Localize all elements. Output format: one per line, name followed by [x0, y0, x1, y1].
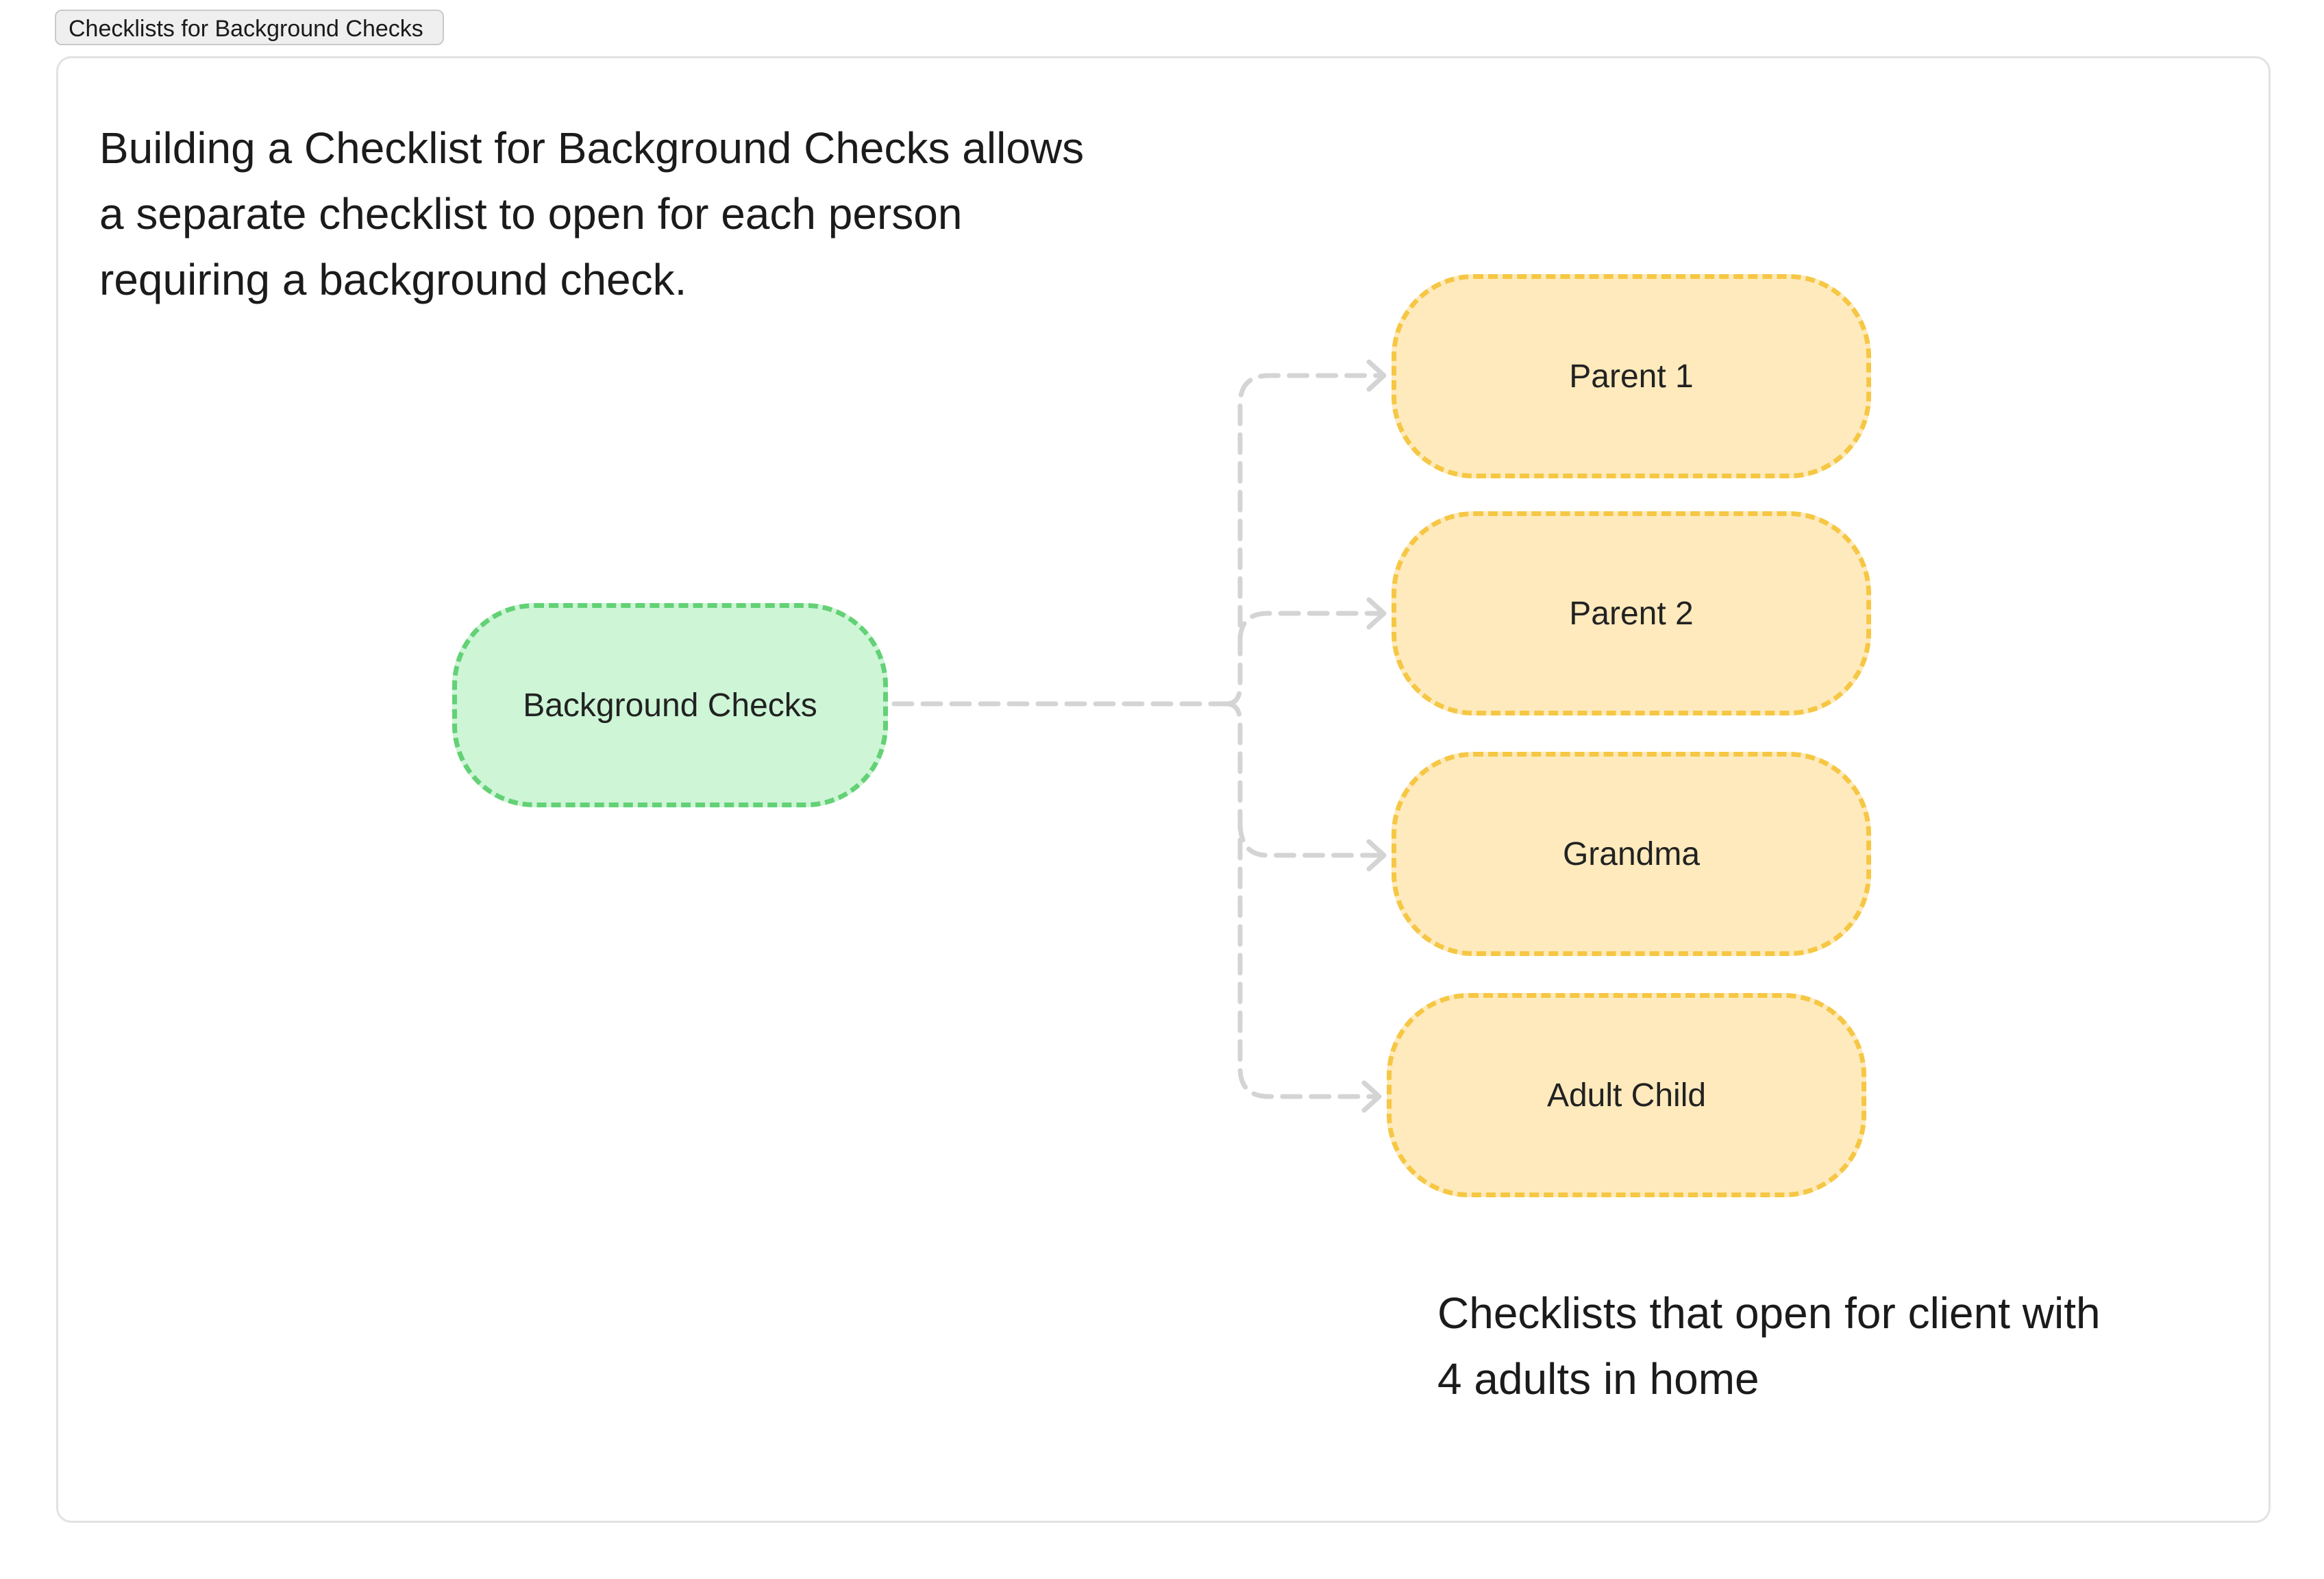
adult-child-node[interactable]: Adult Child [1387, 993, 1866, 1197]
parent-1-node[interactable]: Parent 1 [1392, 274, 1871, 478]
connector-to-adult-child [1224, 701, 1379, 1099]
arrowhead-adult-child [1361, 1080, 1382, 1113]
intro-text: Building a Checklist for Background Chec… [99, 123, 1085, 304]
frame-title-tab[interactable]: Checklists for Background Checks [55, 10, 444, 45]
caption-text: Checklists that open for client with 4 a… [1437, 1288, 2101, 1404]
background-checks-node[interactable]: Background Checks [452, 603, 888, 807]
connector-to-grandma [1237, 820, 1383, 858]
connector-to-parent-1 [1224, 373, 1383, 707]
arrowhead-grandma [1366, 839, 1387, 872]
connector-to-parent-2 [1237, 611, 1383, 644]
parent-2-node[interactable]: Parent 2 [1392, 511, 1871, 715]
diagram-frame [56, 56, 2271, 1523]
grandma-node[interactable]: Grandma [1392, 752, 1871, 956]
arrowhead-parent-1 [1366, 359, 1387, 392]
arrowhead-parent-2 [1366, 597, 1387, 630]
